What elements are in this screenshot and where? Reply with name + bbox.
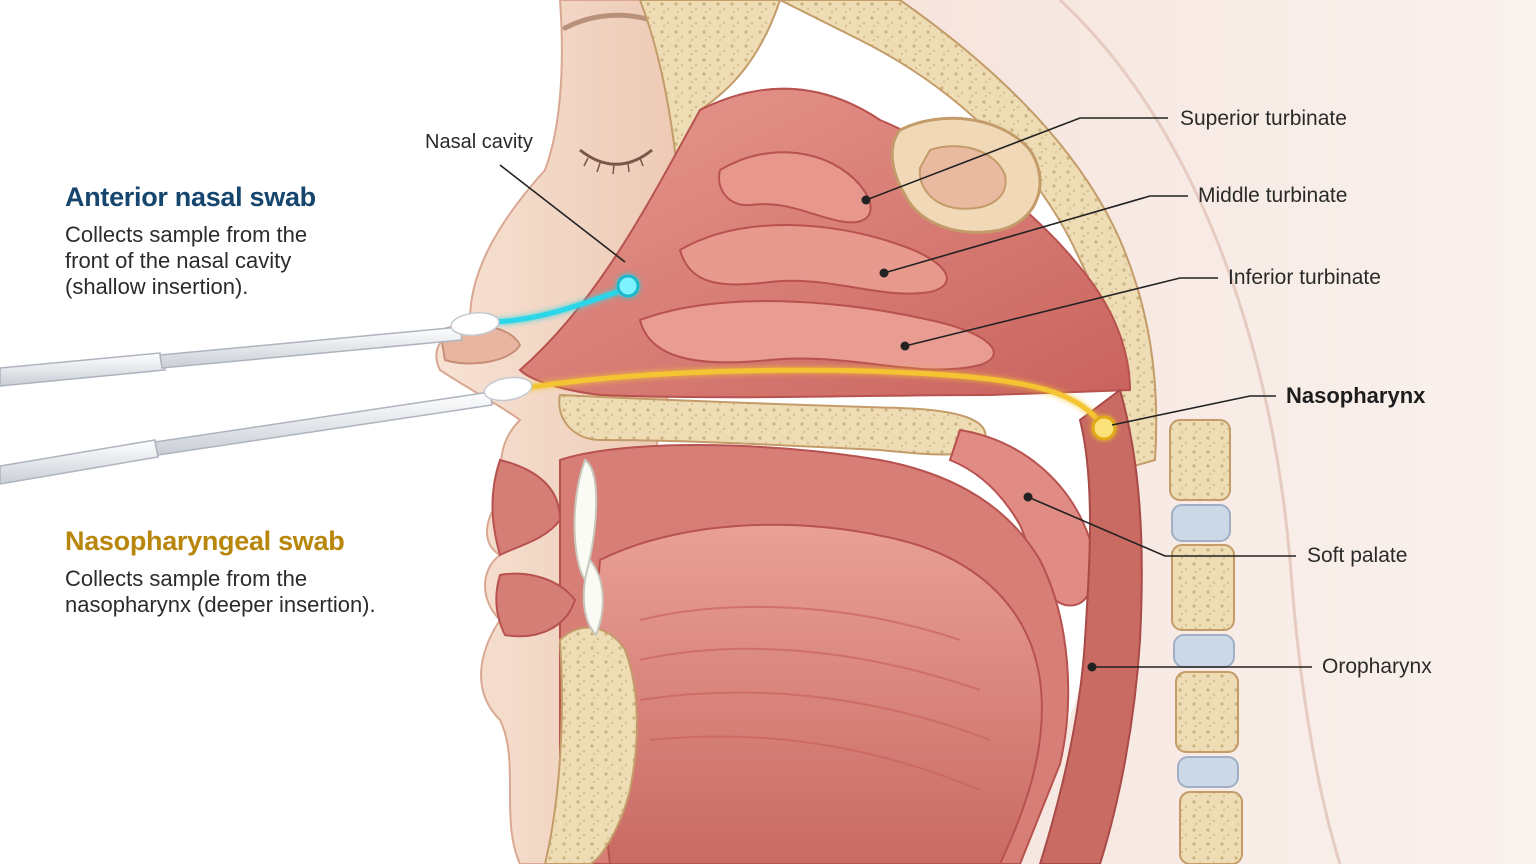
- upper-lip: [491, 458, 562, 557]
- lower-lip: [495, 572, 577, 638]
- pharynx: [1038, 388, 1143, 864]
- eyelashes: [583, 157, 644, 175]
- neck-skin: [560, 0, 1536, 864]
- lower-tooth: [582, 557, 604, 637]
- closed-eye: [579, 148, 653, 166]
- mandible: [543, 626, 638, 864]
- leader-middle-turbinate: [883, 195, 1188, 274]
- label-nasal-cavity: Nasal cavity: [425, 131, 533, 153]
- leader-soft-palate: [1027, 496, 1296, 557]
- middle-turbinate-shape: [678, 224, 948, 295]
- anterior-swab-title: Anterior nasal swab: [65, 182, 316, 212]
- soft-palate-shape: [948, 428, 1095, 607]
- sinus-inner: [918, 145, 1007, 210]
- anterior-desc-line-1: Collects sample from the: [65, 222, 308, 247]
- label-superior-turbinate: Superior turbinate: [1180, 107, 1347, 130]
- tongue: [594, 523, 1043, 864]
- leader-nasal-cavity: [499, 164, 626, 263]
- anterior-desc-line-2: front of the nasal cavity: [65, 248, 292, 273]
- leader-inferior-turbinate: [904, 277, 1218, 347]
- label-soft-palate: Soft palate: [1307, 544, 1408, 567]
- anterior-swab: [0, 312, 500, 387]
- nasopharyngeal-desc-line-1: Collects sample from the: [65, 566, 308, 591]
- anterior-swab-description: Collects sample from the front of the na…: [65, 222, 395, 300]
- label-inferior-turbinate: Inferior turbinate: [1228, 266, 1381, 289]
- label-oropharynx: Oropharynx: [1322, 655, 1432, 678]
- superior-turbinate-shape: [718, 151, 872, 224]
- cervical-spine: [1169, 419, 1243, 864]
- leader-superior-turbinate: [865, 117, 1168, 201]
- anterior-swab-target: [616, 274, 640, 298]
- leader-lines: [499, 117, 1312, 668]
- nasopharyngeal-desc-line-2: nasopharynx (deeper insertion).: [65, 592, 376, 617]
- nasopharyngeal-swab-description: Collects sample from the nasopharynx (de…: [65, 566, 395, 618]
- label-nasopharynx: Nasopharynx: [1286, 383, 1426, 408]
- anterior-swab-path: [494, 285, 629, 325]
- inferior-turbinate-shape: [638, 300, 995, 371]
- leader-dots: [861, 195, 1097, 672]
- label-middle-turbinate: Middle turbinate: [1198, 184, 1348, 207]
- anterior-desc-line-3: (shallow insertion).: [65, 274, 249, 299]
- nasopharyngeal-swab-target: [1091, 415, 1117, 441]
- neck-outline: [1058, 0, 1342, 864]
- leader-nasopharynx: [1111, 395, 1276, 426]
- nasopharyngeal-swab: [0, 376, 533, 485]
- nasopharyngeal-swab-path: [524, 367, 1105, 427]
- nasopharyngeal-swab-title: Nasopharyngeal swab: [65, 526, 345, 556]
- tongue-fibers: [639, 605, 991, 791]
